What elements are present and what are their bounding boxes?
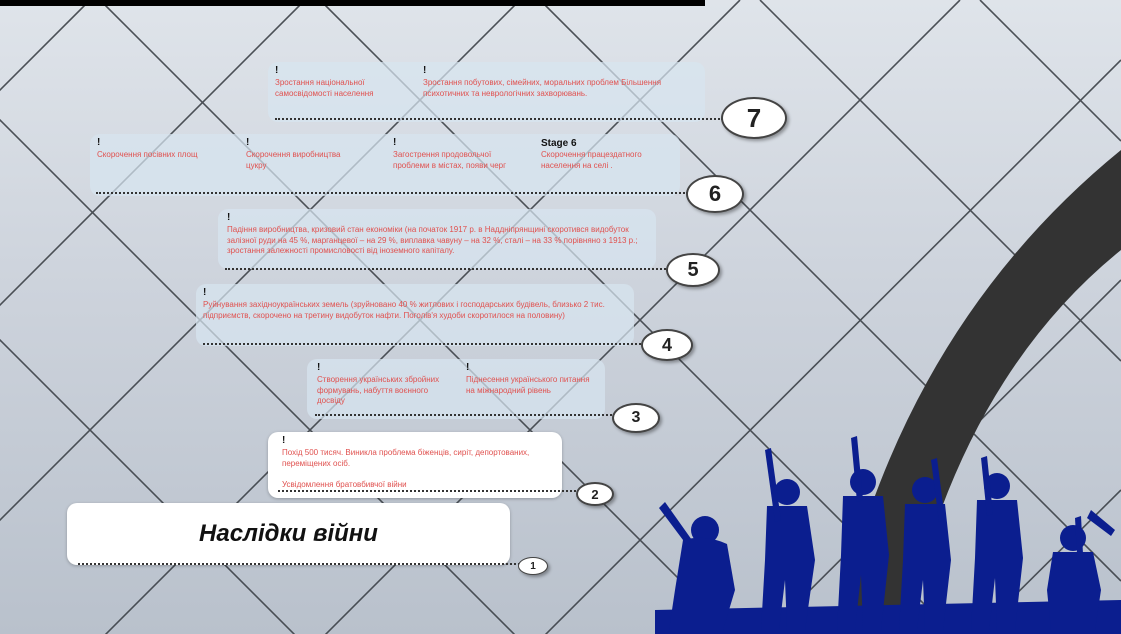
step-4-number: 4	[661, 334, 672, 355]
exclamation-icon: !	[246, 137, 250, 148]
step-7-number: 7	[746, 102, 762, 133]
step-4-item-1: ! Руйнування західноукраїнських земель (…	[203, 288, 628, 321]
block-step-7	[268, 62, 705, 122]
step-3-item-1: ! Створення українських збройних формува…	[317, 363, 452, 407]
step-2-item-2: Усвідомлення братовбивчої війни	[282, 480, 547, 491]
stage-label: Stage 6	[541, 138, 577, 149]
step-6-item-3: ! Загострення продовольчої проблеми в мі…	[393, 138, 528, 171]
step-7-bubble[interactable]: 7	[721, 97, 787, 139]
step-6-dotted-line	[96, 192, 688, 194]
step-1-dotted-line	[78, 563, 520, 565]
step-6-bubble[interactable]: 6	[686, 175, 744, 213]
step-6-item-4-text: Скорочення працездатного населення на се…	[541, 150, 642, 170]
exclamation-icon: !	[393, 137, 397, 148]
page-title: Наслідки війни	[199, 520, 378, 547]
soldiers-silhouette	[655, 436, 1121, 634]
step-2-dotted-line	[278, 490, 576, 492]
step-2-item-1-text: Похід 500 тисяч. Виникла проблема біженц…	[282, 448, 530, 468]
step-2-number: 2	[591, 486, 599, 502]
block-step-5	[218, 209, 656, 269]
step-3-item-2: ! Піднесення українського питання на між…	[466, 363, 591, 396]
step-6-number: 6	[708, 181, 722, 206]
step-3-number: 3	[631, 409, 641, 426]
exclamation-icon: !	[275, 65, 279, 76]
step-3-bubble[interactable]: 3	[612, 403, 660, 433]
exclamation-icon: !	[97, 137, 101, 148]
step-6-item-3-text: Загострення продовольчої проблеми в міст…	[393, 150, 507, 170]
step-6-item-4: Stage 6 Скорочення працездатного населен…	[541, 138, 676, 171]
block-step-4	[196, 284, 634, 346]
block-step-2	[268, 432, 562, 498]
step-2-item-1: ! Похід 500 тисяч. Виникла проблема біже…	[282, 436, 547, 469]
exclamation-icon: !	[203, 287, 207, 298]
step-2-bubble[interactable]: 2	[576, 482, 614, 506]
step-6-item-1-text: Скорочення посівних площ	[97, 150, 198, 159]
exclamation-icon: !	[466, 362, 470, 373]
exclamation-icon: !	[282, 435, 286, 446]
step-3-item-1-text: Створення українських збройних формувань…	[317, 375, 440, 405]
step-5-item-1: ! Падіння виробництва, кризовий стан еко…	[227, 213, 652, 257]
step-6-item-2-text: Скорочення виробництва цукру	[246, 150, 341, 170]
exclamation-icon: !	[317, 362, 321, 373]
step-5-bubble[interactable]: 5	[666, 253, 720, 287]
step-5-dotted-line	[225, 268, 670, 270]
step-7-item-1-text: Зростання національної самосвідомості на…	[275, 78, 374, 98]
step-3-dotted-line	[315, 414, 615, 416]
step-5-number: 5	[687, 258, 699, 281]
step-7-item-2-text: Зростання побутових, сімейних, моральних…	[423, 78, 662, 98]
step-7-item-1: ! Зростання національної самосвідомості …	[275, 66, 415, 99]
title-box: Наслідки війни	[67, 503, 510, 565]
exclamation-icon: !	[423, 65, 427, 76]
step-4-dotted-line	[203, 343, 645, 345]
step-4-bubble[interactable]: 4	[641, 329, 693, 361]
top-black-bar	[0, 0, 705, 6]
step-1-number: 1	[530, 560, 536, 572]
step-7-dotted-line	[275, 118, 723, 120]
step-6-item-2: ! Скорочення виробництва цукру	[246, 138, 356, 171]
block-step-3	[307, 359, 605, 419]
step-7-item-2: ! Зростання побутових, сімейних, моральн…	[423, 66, 698, 99]
exclamation-icon: !	[227, 212, 231, 223]
step-6-item-1: ! Скорочення посівних площ	[97, 138, 237, 161]
step-4-item-1-text: Руйнування західноукраїнських земель (зр…	[203, 300, 605, 320]
step-2-item-2-text: Усвідомлення братовбивчої війни	[282, 480, 407, 489]
block-step-6	[90, 134, 680, 196]
step-1-bubble[interactable]: 1	[518, 557, 548, 575]
step-3-item-2-text: Піднесення українського питання на міжна…	[466, 375, 590, 395]
step-5-item-1-text: Падіння виробництва, кризовий стан еконо…	[227, 225, 638, 255]
